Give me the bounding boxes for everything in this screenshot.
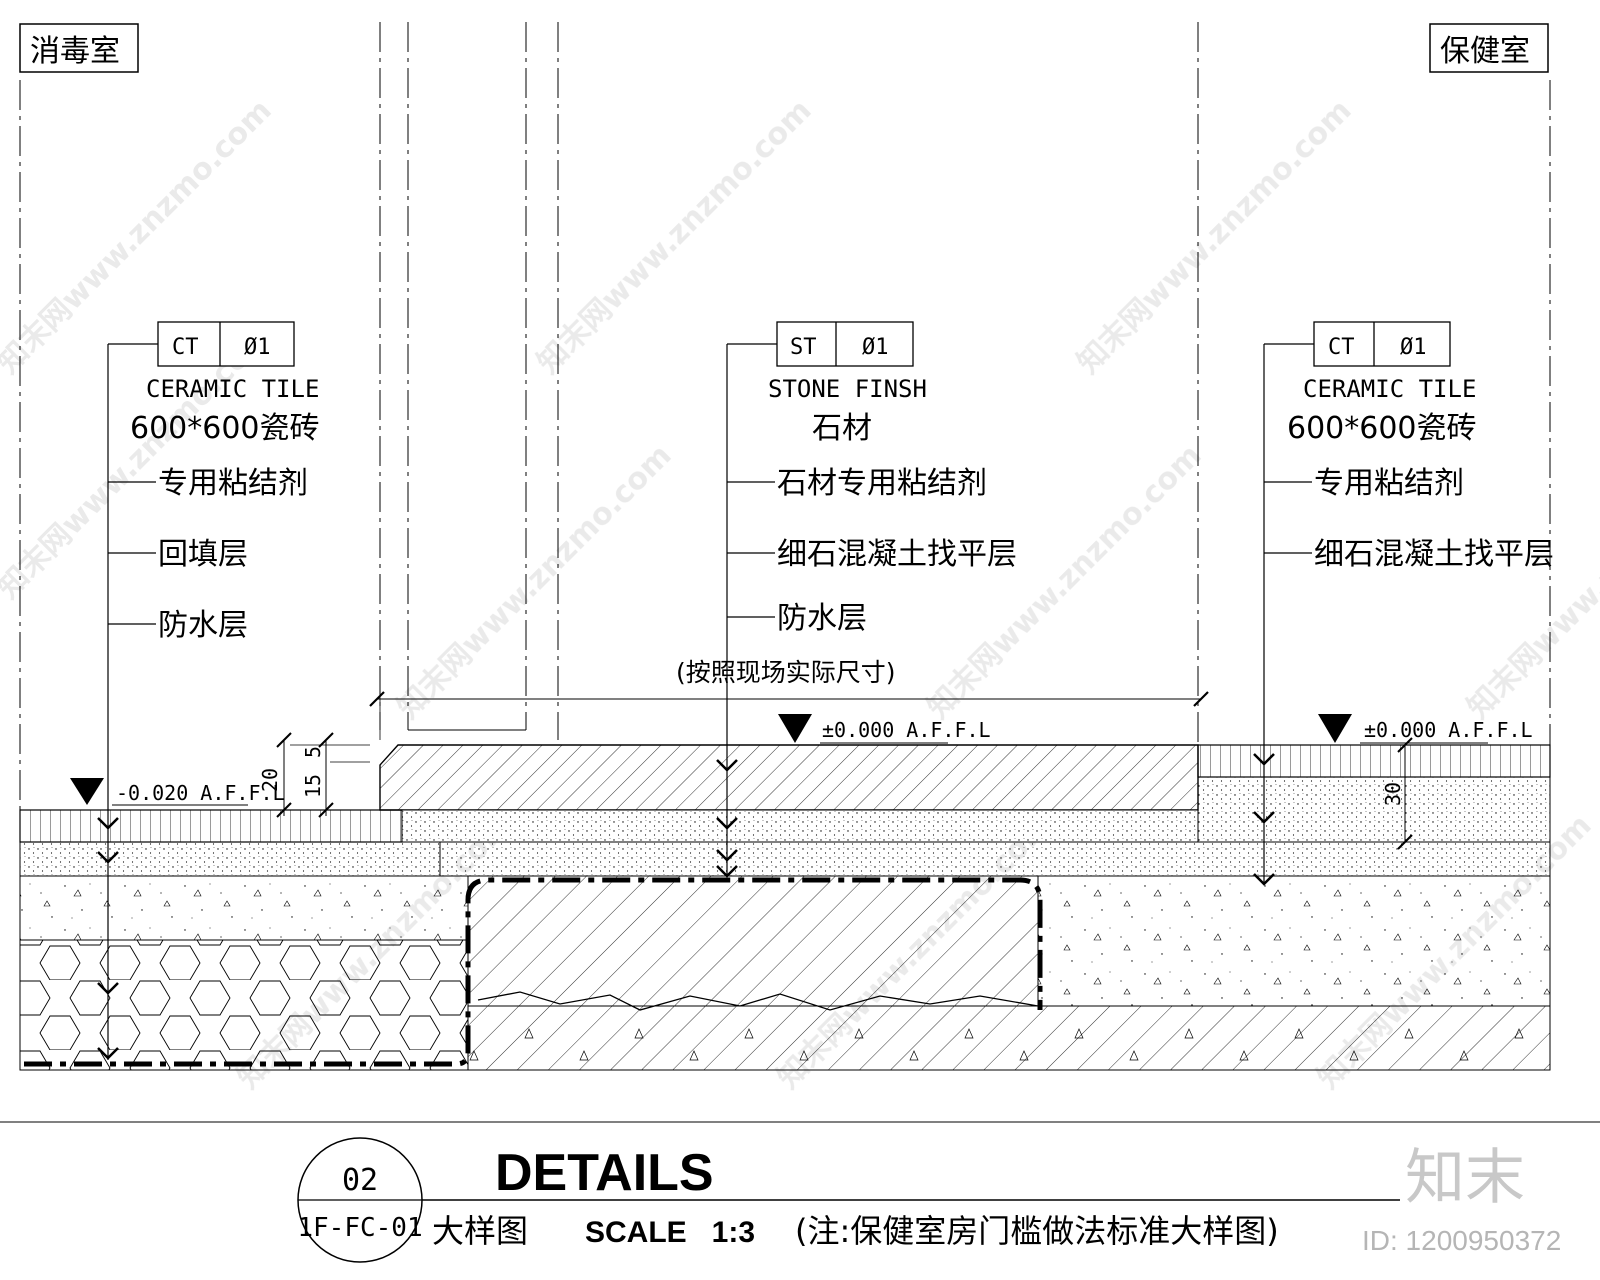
tag-left: CT Ø1 CERAMIC TILE 600*600瓷砖 专用粘结剂 回填层 防… bbox=[97, 321, 320, 1060]
tag-center-layer-3: 防水层 bbox=[777, 601, 867, 636]
stone-threshold bbox=[379, 744, 1199, 811]
section bbox=[19, 744, 1551, 1071]
svg-text:20: 20 bbox=[258, 768, 282, 792]
tag-left-layer-2: 回填层 bbox=[158, 537, 248, 572]
left-backfill-concrete bbox=[19, 875, 469, 941]
tag-left-code: CT bbox=[172, 335, 199, 360]
image-id: ID: 1200950372 bbox=[1362, 1225, 1561, 1256]
svg-text:5: 5 bbox=[301, 746, 325, 758]
room-label-right: 保健室 bbox=[1440, 34, 1530, 69]
drawing-scale: SCALE 1:3 bbox=[585, 1216, 755, 1249]
room-label-left: 消毒室 bbox=[30, 34, 120, 69]
tag-center-title-cn: 石材 bbox=[812, 411, 872, 446]
svg-text:30: 30 bbox=[1381, 782, 1405, 806]
dimension-right-30: 30 bbox=[1381, 737, 1413, 850]
svg-text:±0.000 A.F.F.L: ±0.000 A.F.F.L bbox=[1364, 718, 1533, 742]
dimension-note: (按照现场实际尺寸) bbox=[676, 658, 896, 687]
tag-left-title-en: CERAMIC TILE bbox=[146, 375, 319, 403]
tag-center-num: Ø1 bbox=[862, 335, 889, 360]
threshold-concrete-base bbox=[467, 875, 1039, 1007]
tag-right-title-cn: 600*600瓷砖 bbox=[1287, 411, 1477, 446]
tag-right: CT Ø1 CERAMIC TILE 600*600瓷砖 专用粘结剂 细石混凝土… bbox=[1253, 321, 1554, 886]
wall-lines bbox=[19, 22, 1551, 810]
svg-text:知末网www.znzmo.com: 知末网www.znzmo.com bbox=[531, 93, 819, 381]
tag-center: ST Ø1 STONE FINSH 石材 石材专用粘结剂 细石混凝土找平层 防水… bbox=[716, 321, 1017, 878]
svg-text:知末网www.znzmo.com: 知末网www.znzmo.com bbox=[1461, 438, 1600, 726]
level-center: ±0.000 A.F.F.L bbox=[778, 714, 991, 744]
left-adhesive-layer bbox=[19, 841, 441, 877]
tag-left-layer-1: 专用粘结剂 bbox=[158, 466, 308, 501]
tag-right-num: Ø1 bbox=[1400, 335, 1427, 360]
svg-text:知末网www.znzmo.com: 知末网www.znzmo.com bbox=[391, 438, 679, 726]
tag-center-code: ST bbox=[790, 335, 817, 360]
svg-text:15: 15 bbox=[301, 774, 325, 798]
level-right: ±0.000 A.F.F.L bbox=[1318, 714, 1533, 744]
drawing-subtitle: 大样图 bbox=[432, 1212, 528, 1250]
break-line bbox=[477, 991, 1039, 1011]
tag-center-layer-2: 细石混凝土找平层 bbox=[777, 537, 1017, 572]
tag-left-title-cn: 600*600瓷砖 bbox=[130, 411, 320, 446]
waterproof-layer-line bbox=[24, 877, 1043, 1067]
left-hex-backfill bbox=[19, 939, 469, 1071]
dimension-step: 20 15 5 bbox=[258, 732, 370, 818]
left-tile-layer bbox=[19, 809, 403, 843]
detail-number: 02 bbox=[342, 1163, 378, 1198]
room-label-left-box bbox=[19, 23, 139, 73]
tag-right-code: CT bbox=[1328, 335, 1355, 360]
tag-center-layer-1: 石材专用粘结剂 bbox=[777, 466, 987, 501]
dimension-overall: (按照现场实际尺寸) bbox=[369, 658, 1209, 740]
tag-center-title-en: STONE FINSH bbox=[768, 375, 927, 403]
drawing-title: DETAILS bbox=[495, 1144, 714, 1202]
tag-left-layer-3: 防水层 bbox=[158, 608, 248, 643]
right-concrete-fill bbox=[1037, 875, 1551, 1007]
title-block: 02 1F-FC-01 DETAILS 大样图 SCALE 1:3 (注:保健室… bbox=[0, 1121, 1600, 1263]
right-adhesive-layer bbox=[1197, 776, 1551, 843]
tag-right-title-en: CERAMIC TILE bbox=[1303, 375, 1476, 403]
tag-left-num: Ø1 bbox=[244, 335, 271, 360]
drawing-note: (注:保健室房门槛做法标准大样图) bbox=[795, 1212, 1279, 1250]
room-label-right-box bbox=[1429, 23, 1549, 73]
brand-logo: 知末 bbox=[1405, 1143, 1525, 1213]
leveling-layer bbox=[439, 841, 1551, 877]
tag-right-layer-2: 细石混凝土找平层 bbox=[1314, 537, 1554, 572]
svg-text:-0.020 A.F.F.L: -0.020 A.F.F.L bbox=[116, 781, 285, 805]
right-tile-layer bbox=[1197, 744, 1551, 778]
sheet-reference: 1F-FC-01 bbox=[297, 1213, 422, 1243]
level-left: -0.020 A.F.F.L bbox=[70, 778, 285, 806]
tag-right-layer-1: 专用粘结剂 bbox=[1314, 466, 1464, 501]
svg-text:±0.000 A.F.F.L: ±0.000 A.F.F.L bbox=[822, 718, 991, 742]
